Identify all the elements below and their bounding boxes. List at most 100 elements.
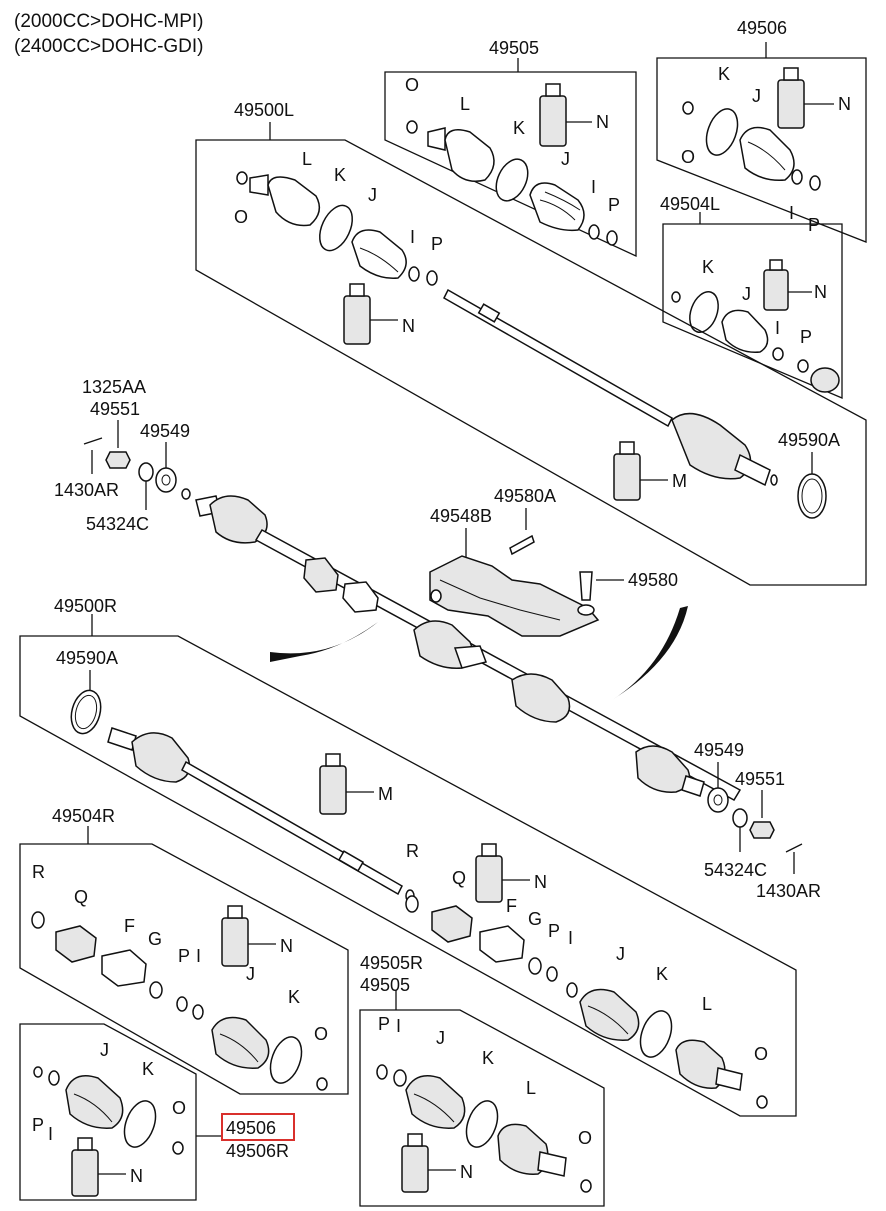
label-49590A-top: 49590A [778, 430, 840, 450]
letter-p: P [808, 215, 820, 235]
letter-m: M [672, 471, 687, 491]
highlight-box[interactable] [221, 1113, 295, 1141]
letter-g: G [528, 909, 542, 929]
letter-f: F [506, 896, 517, 916]
label-49551-top: 49551 [90, 399, 140, 419]
engine-spec-line-1: (2000CC>DOHC-MPI) [14, 11, 204, 32]
panel-49504L: 49504L K J N I P [660, 194, 843, 399]
label-1430AR-bottom: 1430AR [756, 881, 821, 901]
letter-o: O [314, 1024, 328, 1044]
letter-k: K [334, 165, 346, 185]
letter-g: G [148, 929, 162, 949]
label-49506R: 49506R [226, 1141, 289, 1161]
arrow-left-curved [270, 622, 378, 662]
letter-k: K [513, 118, 525, 138]
letter-k: K [482, 1048, 494, 1068]
letter-k: K [142, 1059, 154, 1079]
letter-p: P [431, 234, 443, 254]
letter-n: N [280, 936, 293, 956]
label-49551-bottom: 49551 [735, 769, 785, 789]
letter-p: P [32, 1115, 44, 1135]
letter-j: J [616, 944, 625, 964]
panel-49506-top: 49506 K O J N I P [656, 18, 867, 243]
panel-49505R: 49505R 49505 P I J K L O N [359, 953, 605, 1207]
arrow-right-curved [612, 606, 688, 700]
label-49505-bottom: 49505 [360, 975, 410, 995]
panel-49500R: 49500R 49590A M R Q N F G P I J K L [19, 596, 797, 1117]
label-1430AR-top: 1430AR [54, 480, 119, 500]
letter-l: L [302, 149, 312, 169]
engine-spec-line-2: (2400CC>DOHC-GDI) [14, 36, 204, 57]
letter-p: P [800, 327, 812, 347]
letter-i: I [568, 928, 573, 948]
letter-l: L [460, 94, 470, 114]
letter-r: R [32, 862, 45, 882]
label-49504L: 49504L [660, 194, 720, 214]
letter-k: K [702, 257, 714, 277]
letter-n: N [402, 316, 415, 336]
letter-m: M [378, 784, 393, 804]
letter-o: O [234, 207, 248, 227]
panel-49500L: 49500L O L K J I P N 49590A M [195, 100, 867, 586]
label-49506-highlighted[interactable]: 49506 [226, 1118, 276, 1138]
letter-r: R [406, 841, 419, 861]
label-49580A: 49580A [494, 486, 556, 506]
letter-i: I [410, 227, 415, 247]
letter-p: P [178, 946, 190, 966]
letter-n: N [596, 112, 609, 132]
letter-i: I [789, 203, 794, 223]
letter-j: J [436, 1028, 445, 1048]
letter-q: Q [74, 887, 88, 907]
label-49504R: 49504R [52, 806, 115, 826]
letter-i: I [396, 1016, 401, 1036]
main-drive-shaft: 49549 49551 54324C 1430AR [195, 495, 821, 901]
label-49590A-left: 49590A [56, 648, 118, 668]
label-49548B: 49548B [430, 506, 492, 526]
panel-49505-top: 49505 O L K J I P N [384, 38, 637, 258]
letter-l: L [526, 1078, 536, 1098]
label-49506-top: 49506 [737, 18, 787, 38]
letter-i: I [196, 946, 201, 966]
letter-l: L [702, 994, 712, 1014]
letter-n: N [838, 94, 851, 114]
letter-o: O [578, 1128, 592, 1148]
label-49549-bottom: 49549 [694, 740, 744, 760]
letter-j: J [368, 185, 377, 205]
letter-p: P [548, 921, 560, 941]
letter-o: O [172, 1098, 186, 1118]
label-49500R: 49500R [54, 596, 117, 616]
label-54324C-top: 54324C [86, 514, 149, 534]
panel-49506-bottom: P I J K O N [19, 1023, 222, 1201]
letter-o: O [681, 147, 695, 167]
label-49580: 49580 [628, 570, 678, 590]
label-1325AA: 1325AA [82, 377, 146, 397]
label-49549-top: 49549 [140, 421, 190, 441]
bearing-bracket: 49580A 49548B 49580 [429, 486, 678, 637]
letter-n: N [534, 872, 547, 892]
letter-i: I [775, 318, 780, 338]
letter-i: I [48, 1124, 53, 1144]
letter-k: K [718, 64, 730, 84]
letter-i: I [591, 177, 596, 197]
label-49505R: 49505R [360, 953, 423, 973]
hardware-upper-left: 1325AA 49551 49549 54324C 1430AR [54, 377, 191, 534]
letter-n: N [814, 282, 827, 302]
letter-n: N [460, 1162, 473, 1182]
label-54324C-bottom: 54324C [704, 860, 767, 880]
label-49500L: 49500L [234, 100, 294, 120]
panel-49504R: 49504R R Q F G N P I J K O [19, 806, 349, 1095]
letter-j: J [752, 86, 761, 106]
letter-q: Q [452, 868, 466, 888]
letter-o: O [754, 1044, 768, 1064]
letter-j: J [246, 964, 255, 984]
letter-p: P [378, 1014, 390, 1034]
letter-j: J [742, 284, 751, 304]
letter-n: N [130, 1166, 143, 1186]
letter-j: J [100, 1040, 109, 1060]
letter-k: K [656, 964, 668, 984]
label-49505-top: 49505 [489, 38, 539, 58]
letter-p: P [608, 195, 620, 215]
letter-k: K [288, 987, 300, 1007]
letter-o: O [405, 75, 419, 95]
